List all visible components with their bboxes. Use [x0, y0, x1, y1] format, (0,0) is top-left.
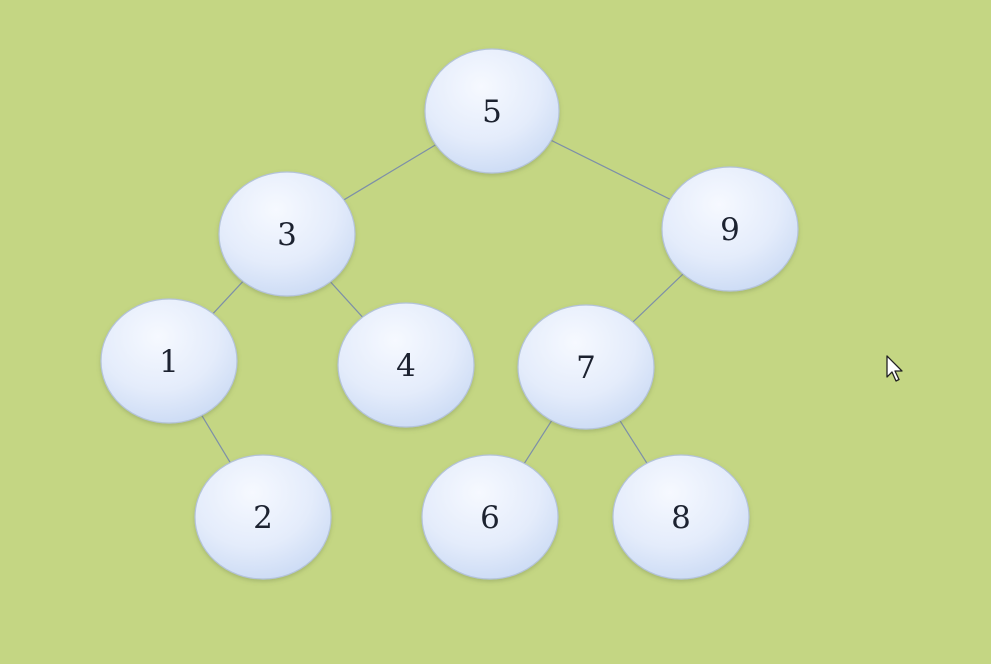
node-label: 8 — [671, 500, 691, 536]
node-ellipse — [424, 48, 560, 174]
node-ellipse — [100, 298, 238, 424]
node-ellipse — [218, 171, 356, 297]
nodes-layer: 5 3 9 1 4 7 2 6 8 — [100, 48, 799, 580]
node-label: 5 — [482, 94, 502, 130]
node-label: 4 — [396, 348, 416, 384]
tree-node-5: 5 — [424, 48, 560, 174]
node-ellipse — [517, 304, 655, 430]
node-ellipse — [421, 454, 559, 580]
tree-node-1: 1 — [100, 298, 238, 424]
tree-node-2: 2 — [194, 454, 332, 580]
node-ellipse — [337, 302, 475, 428]
tree-node-4: 4 — [337, 302, 475, 428]
node-ellipse — [194, 454, 332, 580]
node-ellipse — [661, 166, 799, 292]
node-label: 7 — [576, 350, 596, 386]
node-label: 6 — [480, 500, 500, 536]
tree-node-3: 3 — [218, 171, 356, 297]
node-label: 9 — [720, 212, 740, 248]
mouse-pointer-icon — [886, 355, 903, 382]
tree-node-6: 6 — [421, 454, 559, 580]
tree-node-8: 8 — [612, 454, 750, 580]
node-label: 1 — [159, 344, 179, 380]
tree-node-7: 7 — [517, 304, 655, 430]
node-ellipse — [612, 454, 750, 580]
node-label: 2 — [253, 500, 273, 536]
node-label: 3 — [277, 217, 297, 253]
tree-node-9: 9 — [661, 166, 799, 292]
